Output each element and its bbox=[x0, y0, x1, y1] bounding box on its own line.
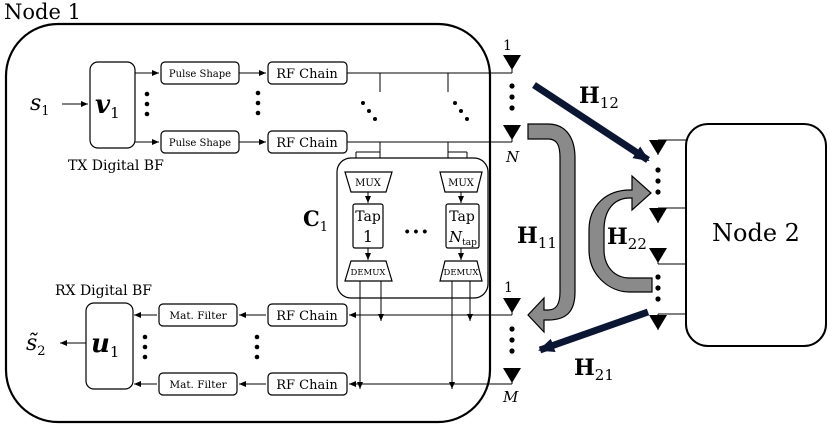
node2-antenna-dots-rx bbox=[655, 274, 661, 302]
rx-rf-chain-box-top bbox=[267, 303, 348, 327]
node2-box bbox=[685, 123, 827, 347]
tap-last-label: Tap bbox=[449, 209, 475, 225]
tap-diagonal-dots bbox=[361, 101, 469, 121]
rx-branch-dots bbox=[142, 334, 148, 360]
mux-right-label: MUX bbox=[448, 178, 475, 189]
rx-output-symbol: s̃2 bbox=[26, 331, 46, 359]
rx-antenna-bottom bbox=[503, 368, 521, 383]
mat-filter-label-bottom: Mat. Filter bbox=[169, 379, 227, 391]
rx-rf-chain-label-top: RF Chain bbox=[276, 309, 338, 324]
demux-right-label: DEMUX bbox=[444, 268, 480, 278]
tap-box-last bbox=[445, 203, 480, 249]
node2-antenna-2 bbox=[649, 208, 667, 223]
tx-bf-box bbox=[89, 61, 136, 149]
rx-rf-chain-label-bottom: RF Chain bbox=[276, 378, 338, 393]
mat-filter-box-top bbox=[158, 303, 238, 327]
rx-antenna-dots bbox=[509, 326, 515, 354]
canceller-symbol: C1 bbox=[303, 206, 328, 235]
pulse-shape-label-bottom: Pulse Shape bbox=[169, 138, 231, 149]
tx-antenna-bottom bbox=[503, 125, 521, 140]
tx-bf-symbol: v1 bbox=[95, 90, 120, 122]
demux-left-label: DEMUX bbox=[351, 268, 387, 278]
node2-antenna-dots-tx bbox=[655, 167, 661, 195]
pulse-shape-dots bbox=[255, 90, 261, 116]
rx-bf-label: RX Digital BF bbox=[55, 283, 152, 299]
h22-label: H22 bbox=[607, 224, 647, 253]
h22-arrow bbox=[588, 174, 653, 293]
h11-arrow bbox=[527, 123, 576, 334]
canceller-ellipsis: • • • bbox=[405, 223, 428, 239]
rx-antenna-top bbox=[503, 298, 521, 313]
tap-first-label: Tap bbox=[355, 209, 381, 225]
node2-title: Node 2 bbox=[712, 219, 800, 247]
tap-first-index: 1 bbox=[363, 227, 373, 246]
h12-arrow bbox=[532, 82, 650, 163]
h11-label: H11 bbox=[517, 223, 557, 252]
pulse-shape-label-top: Pulse Shape bbox=[169, 69, 231, 80]
tx-rf-chain-label-top: RF Chain bbox=[276, 67, 338, 82]
tx-bf-label: TX Digital BF bbox=[68, 158, 164, 174]
h12-label: H12 bbox=[579, 83, 619, 112]
mux-left bbox=[344, 171, 393, 193]
node2-antenna-3 bbox=[649, 248, 667, 263]
demux-right bbox=[439, 260, 483, 282]
rx-rf-chain-box-bottom bbox=[267, 372, 348, 396]
tx-antenna-last-label: N bbox=[505, 148, 520, 166]
demux-left bbox=[344, 260, 393, 282]
node1-title: Node 1 bbox=[4, 0, 81, 24]
h21-label: H21 bbox=[574, 355, 614, 384]
rx-bf-box bbox=[85, 302, 134, 390]
tx-antenna-dots bbox=[509, 83, 515, 111]
rx-bf-symbol: u1 bbox=[91, 329, 119, 361]
tx-antenna-top bbox=[503, 55, 521, 70]
mat-filter-label-top: Mat. Filter bbox=[169, 310, 227, 322]
mat-filter-box-bottom bbox=[158, 372, 238, 396]
tx-rf-chain-label-bottom: RF Chain bbox=[276, 136, 338, 151]
tap-last-index: Ntap bbox=[448, 228, 477, 248]
h21-arrow bbox=[538, 308, 650, 354]
node2-antenna-4 bbox=[649, 315, 667, 330]
node2-antenna-1 bbox=[649, 140, 667, 155]
mux-right bbox=[439, 171, 483, 193]
mat-filter-dots bbox=[254, 334, 260, 360]
tx-antenna-first-label: 1 bbox=[503, 38, 512, 54]
rx-antenna-first-label: 1 bbox=[504, 280, 513, 296]
tx-branch-dots bbox=[144, 91, 150, 117]
node1-box bbox=[4, 22, 492, 424]
rx-antenna-last-label: M bbox=[502, 388, 519, 406]
tx-input-symbol: s1 bbox=[30, 91, 50, 119]
mux-left-label: MUX bbox=[355, 178, 382, 189]
